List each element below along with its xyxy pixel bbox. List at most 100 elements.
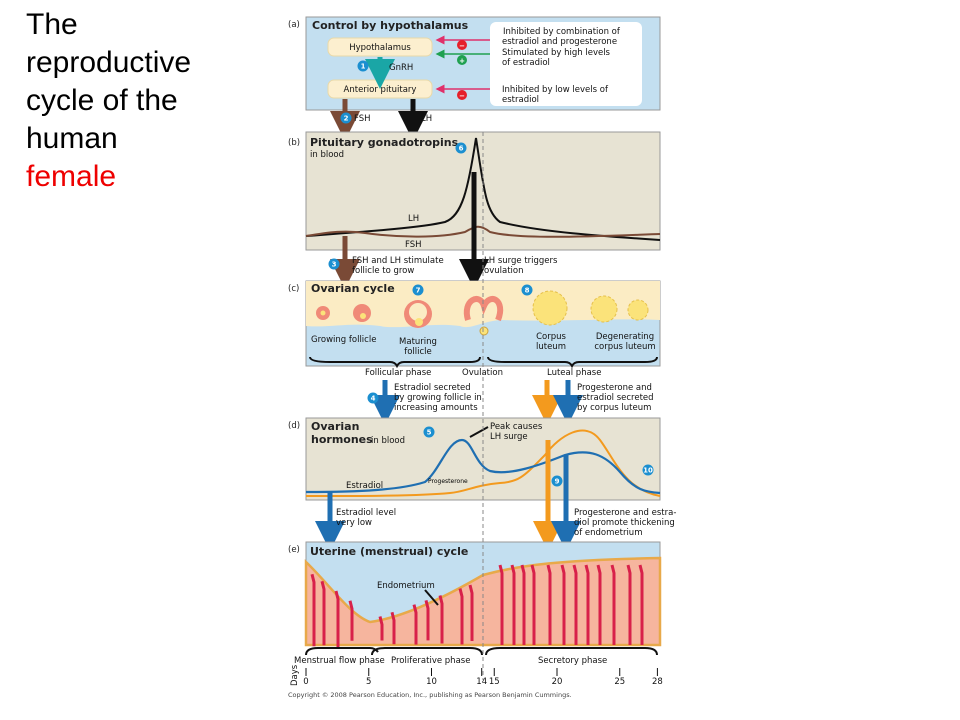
step-number: 5 [427, 429, 432, 437]
step-number-icon [551, 475, 563, 487]
blood-vessel [626, 564, 632, 645]
plus-sign: + [459, 57, 465, 65]
note: increasing amounts [394, 403, 478, 413]
step-number-icon [642, 464, 654, 476]
blood-vessel [610, 564, 616, 645]
axis-tick-label: 15 [489, 677, 500, 687]
blood-vessels [310, 564, 644, 647]
blood-vessel [498, 564, 504, 645]
minus-icon [457, 40, 467, 50]
panel-tag: (c) [288, 284, 299, 294]
corpus-label: Corpus [536, 332, 566, 342]
panel-tag: (b) [288, 138, 300, 148]
growing-follicle-label: Growing follicle [311, 335, 376, 345]
panel-c-ovarian-cycle: (c) Ovarian cycle Growing follicle Matur… [288, 280, 661, 425]
step-number: 6 [459, 145, 464, 153]
axis-tick-label: 5 [366, 677, 371, 687]
panel-title: Ovarian [311, 420, 359, 433]
note: Estradiol level [336, 508, 396, 518]
blood-vessel [530, 564, 536, 645]
axis-label: Days [290, 664, 300, 686]
panel-d-ovarian-hormones: (d) Ovarian hormones in blood Peak cause… [288, 417, 676, 551]
panel-title: Pituitary gonadotropins [310, 136, 459, 149]
note: Inhibited by low levels of [502, 85, 609, 95]
step-number: 3 [332, 261, 337, 269]
step-number: 1 [361, 63, 366, 71]
note: of endometrium [574, 528, 642, 538]
lh-label: LH [421, 114, 432, 124]
panel-tag: (d) [288, 421, 300, 431]
menstrual-phase-label: Menstrual flow phase [294, 656, 385, 666]
blood-vessel [560, 564, 566, 645]
blood-vessel [510, 564, 516, 645]
fsh-curve [305, 225, 661, 238]
hypothalamus-box [327, 37, 433, 57]
note: diol promote thickening [574, 518, 675, 528]
minus-icon [457, 90, 467, 100]
blood-vessel [348, 600, 354, 641]
step-number-icon [521, 284, 533, 296]
maturing-label: Maturing [399, 337, 437, 347]
note: LH surge triggers [484, 256, 558, 266]
blood-vessel [468, 584, 474, 641]
lh-curve-label: LH [408, 214, 419, 224]
released-oocyte [479, 326, 489, 336]
panel-title: Ovarian cycle [311, 282, 395, 295]
ruptured-follicle [463, 296, 504, 322]
note: Estradiol secreted [394, 383, 471, 393]
progesterone-curve [305, 429, 661, 497]
gnrh-label: GnRH [389, 63, 413, 73]
peak-note: LH surge [490, 432, 528, 442]
panel-title: hormones [311, 433, 373, 446]
peak-pointer [469, 426, 489, 438]
title-accent: female [26, 160, 117, 193]
note: by corpus luteum [577, 403, 651, 413]
follicle [353, 304, 371, 322]
note: Inhibited by combination of [503, 27, 621, 37]
blood-vessel [596, 564, 602, 645]
blood-vessel [520, 564, 526, 645]
panel-tag: (a) [288, 20, 300, 30]
note: Progesterone and estra- [574, 508, 676, 518]
panel-e-uterine-cycle: (e) Uterine (menstrual) cycle Endometriu… [288, 541, 662, 666]
fsh-curve-label: FSH [405, 240, 422, 250]
minus-sign: − [459, 92, 465, 100]
secretory-brace [485, 647, 658, 656]
step-number: 10 [643, 467, 653, 475]
fsh-label: FSH [354, 114, 371, 124]
step-number: 9 [555, 478, 560, 486]
note: Progesterone and [577, 383, 652, 393]
title-line: The [26, 8, 78, 41]
step-number-icon [357, 60, 369, 72]
panel-a-hypothalamus: (a) Control by hypothalamus Hypothalamus… [288, 16, 661, 141]
corpus-label: luteum [536, 342, 566, 352]
maturing-label: follicle [404, 347, 432, 357]
axis-tick-label: 0 [303, 677, 308, 687]
estradiol-label: Estradiol [346, 481, 383, 491]
estradiol-curve [305, 438, 661, 495]
note: very low [336, 518, 372, 528]
follicular-phase-label: Follicular phase [365, 368, 431, 378]
step-number-icon [367, 392, 379, 404]
plus-icon [457, 55, 467, 65]
progesterone-label: Progesterone [428, 478, 468, 485]
note: by growing follicle in [394, 393, 482, 403]
oocyte [415, 318, 423, 326]
axis-tick-label: 14 [476, 677, 487, 687]
axis-tick-label: 28 [652, 677, 663, 687]
endometrium-pointer [424, 589, 439, 606]
luteal-phase-label: Luteal phase [547, 368, 601, 378]
minus-sign: − [459, 42, 465, 50]
note: ovulation [484, 266, 523, 276]
notes-box [490, 22, 642, 106]
corpus-luteum [532, 290, 568, 326]
oocyte [320, 310, 326, 316]
luteal-brace [487, 356, 658, 369]
oocyte [360, 313, 366, 319]
anterior-pituitary-label: Anterior pituitary [344, 85, 417, 95]
step-number: 4 [371, 395, 376, 403]
slide-title: The reproductive cycle of the human fema… [26, 6, 246, 196]
